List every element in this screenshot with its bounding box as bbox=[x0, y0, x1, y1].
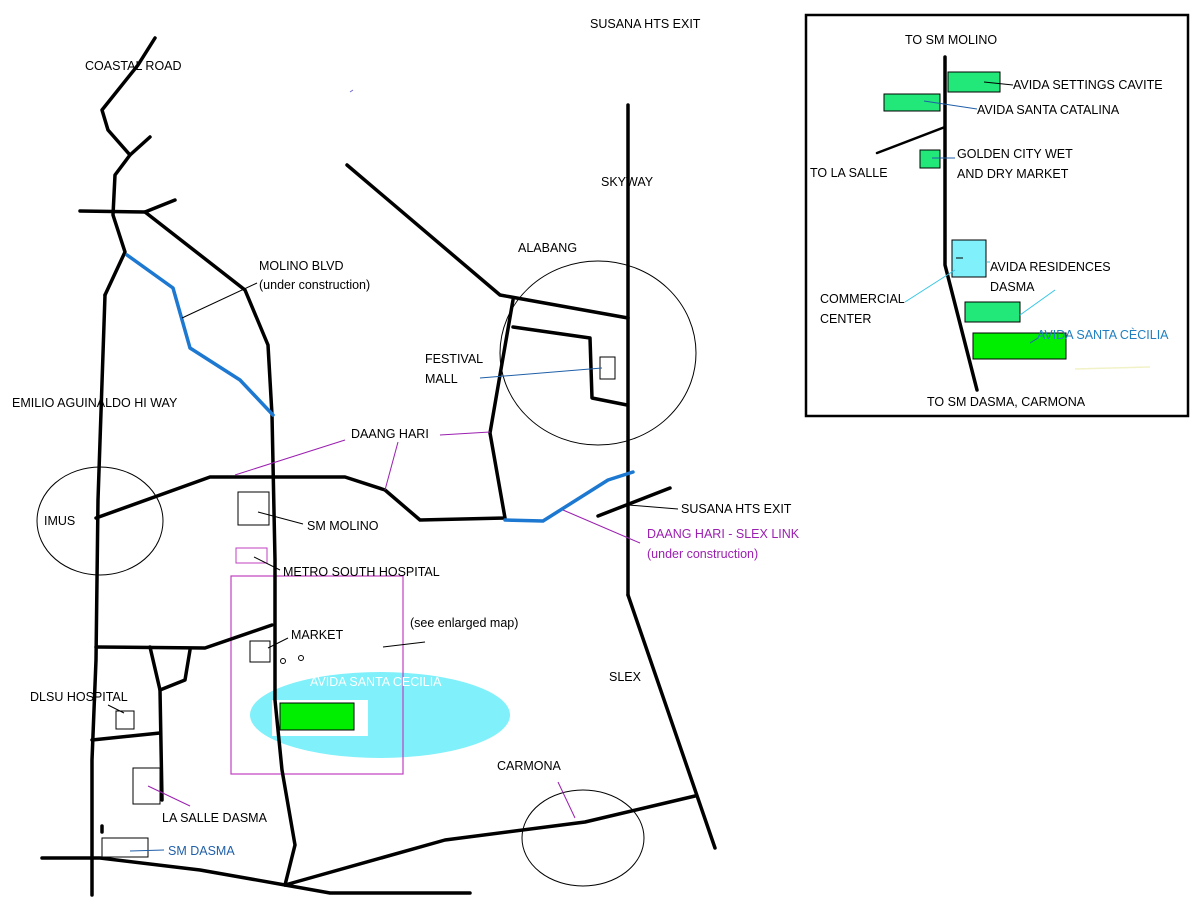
dasma-residences-leader bbox=[1019, 289, 1056, 316]
metro-south-hospital-building bbox=[235, 547, 268, 564]
label-slex-link: DAANG HARI - SLEX LINK bbox=[647, 527, 800, 541]
inset-faint-mark bbox=[1074, 366, 1151, 370]
daang-hari-leader-3 bbox=[439, 431, 491, 436]
slex bbox=[626, 593, 717, 850]
label-carmona: CARMONA bbox=[497, 759, 562, 773]
la-salle-dasma-building bbox=[132, 767, 161, 805]
label-dlsu-hospital: DLSU HOSPITAL bbox=[30, 690, 128, 704]
enlarged-inset-map: TO SM MOLINO AVIDA SETTINGS CAVITE AVIDA… bbox=[804, 13, 1190, 418]
market-marker-1 bbox=[280, 658, 286, 664]
sm-dasma-building bbox=[101, 837, 149, 858]
label-to-sm-molino: TO SM MOLINO bbox=[905, 33, 997, 47]
avida-santa-catalina-lot bbox=[883, 93, 941, 112]
label-la-salle-dasma: LA SALLE DASMA bbox=[162, 811, 268, 825]
daang-hari-slex-link bbox=[503, 470, 635, 523]
label-emilio-aguinaldo: EMILIO AGUINALDO HI WAY bbox=[12, 396, 178, 410]
enlarged-map-frame bbox=[230, 575, 404, 775]
slex-link-leader bbox=[562, 509, 641, 544]
market-leader bbox=[267, 637, 289, 649]
sm-dasma-leader bbox=[129, 849, 165, 852]
label-golden-city-2: AND DRY MARKET bbox=[957, 167, 1069, 181]
label-alabang: ALABANG bbox=[518, 241, 577, 255]
carmona-leader bbox=[557, 781, 576, 819]
label-skyway: SKYWAY bbox=[601, 175, 654, 189]
stray-mark-top bbox=[349, 89, 354, 93]
festival-mall-building bbox=[599, 356, 616, 380]
commercial-center-lot bbox=[964, 301, 1021, 323]
label-avida-residences-2: DASMA bbox=[990, 280, 1035, 294]
alabang-inner-road bbox=[511, 325, 629, 407]
avida-santa-cecilia-area bbox=[250, 672, 510, 758]
label-slex: SLEX bbox=[609, 670, 642, 684]
susana-exit-leader bbox=[627, 504, 679, 510]
label-to-sm-dasma-carmona: TO SM DASMA, CARMONA bbox=[927, 395, 1086, 409]
coastal-road-north bbox=[103, 153, 132, 297]
carmona-circle bbox=[521, 789, 645, 887]
label-avida-santa-catalina: AVIDA SANTA CATALINA bbox=[977, 103, 1120, 117]
label-commercial-2: CENTER bbox=[820, 312, 871, 326]
susana-heights-exit-road bbox=[596, 486, 672, 518]
label-imus: IMUS bbox=[44, 514, 75, 528]
label-slex-link-note: (under construction) bbox=[647, 547, 758, 561]
daang-hari-leader-1 bbox=[234, 439, 346, 476]
label-to-la-salle: TO LA SALLE bbox=[810, 166, 888, 180]
label-golden-city-1: GOLDEN CITY WET bbox=[957, 147, 1073, 161]
avida-settings-cavite-lot bbox=[947, 71, 1001, 93]
label-see-enlarged-map: (see enlarged map) bbox=[410, 616, 518, 630]
dlsu-hospital-building bbox=[115, 710, 135, 730]
market-building bbox=[249, 640, 271, 663]
label-susana-hts-exit: SUSANA HTS EXIT bbox=[681, 502, 792, 516]
molino-blvd-leader bbox=[181, 282, 258, 319]
label-avida-settings-cavite: AVIDA SETTINGS CAVITE bbox=[1013, 78, 1163, 92]
avida-santa-cecilia-inset-lot bbox=[972, 332, 1067, 360]
inset-road-to-la-salle bbox=[875, 125, 947, 155]
label-susana-hts-exit-top: SUSANA HTS EXIT bbox=[590, 17, 701, 31]
label-sm-dasma: SM DASMA bbox=[168, 844, 235, 858]
daang-hari-road bbox=[94, 298, 515, 522]
golden-city-market-lot bbox=[919, 149, 941, 169]
roads bbox=[40, 36, 717, 897]
label-molino-note: (under construction) bbox=[259, 278, 370, 292]
south-road bbox=[40, 856, 472, 895]
la-salle-leader bbox=[147, 785, 191, 807]
alabang-road-north bbox=[345, 163, 630, 320]
label-festival-mall-1: FESTIVAL bbox=[425, 352, 483, 366]
avida-settings-leader bbox=[983, 81, 1014, 86]
label-avida-residences-1: AVIDA RESIDENCES bbox=[990, 260, 1111, 274]
festival-mall-leader bbox=[479, 367, 603, 379]
avida-santa-cecilia-lot bbox=[279, 702, 355, 731]
alabang-circle bbox=[499, 260, 697, 446]
sm-molino-leader bbox=[257, 511, 304, 525]
market-marker-2 bbox=[298, 655, 304, 661]
sm-molino-building bbox=[237, 491, 270, 526]
market-road bbox=[94, 623, 274, 650]
label-coastal-road: COASTAL ROAD bbox=[85, 59, 182, 73]
la-salle-side-road bbox=[158, 648, 192, 692]
carmona-road bbox=[283, 794, 697, 887]
coastal-road bbox=[100, 36, 157, 157]
label-market: MARKET bbox=[291, 628, 343, 642]
daang-hari-leader-2 bbox=[384, 441, 399, 491]
avida-cecilia-inset-leader bbox=[1029, 337, 1039, 344]
dlsu-hospital-leader bbox=[107, 704, 125, 714]
molino-boulevard bbox=[125, 253, 275, 417]
label-sm-molino: SM MOLINO bbox=[307, 519, 379, 533]
emilio-aguinaldo-highway bbox=[90, 293, 107, 897]
label-commercial-1: COMMERCIAL bbox=[820, 292, 905, 306]
label-molino-blvd: MOLINO BLVD bbox=[259, 259, 344, 273]
metro-south-leader bbox=[253, 556, 281, 571]
label-festival-mall-2: MALL bbox=[425, 372, 458, 386]
dlsu-connector bbox=[90, 731, 162, 742]
label-daang-hari: DAANG HARI bbox=[351, 427, 429, 441]
coastal-road-branch bbox=[78, 198, 177, 214]
label-avida-santa-cecilia: AVIDA SANTA CECILIA bbox=[310, 675, 442, 689]
molino-road bbox=[143, 210, 297, 887]
commercial-center-leader bbox=[904, 269, 956, 303]
label-avida-santa-cecilia-inset: AVIDA SANTA CÈCILIA bbox=[1037, 327, 1169, 342]
label-metro-south-hospital: METRO SOUTH HOSPITAL bbox=[283, 565, 440, 579]
enlarged-map-leader bbox=[382, 641, 426, 648]
avida-catalina-leader bbox=[923, 100, 978, 110]
